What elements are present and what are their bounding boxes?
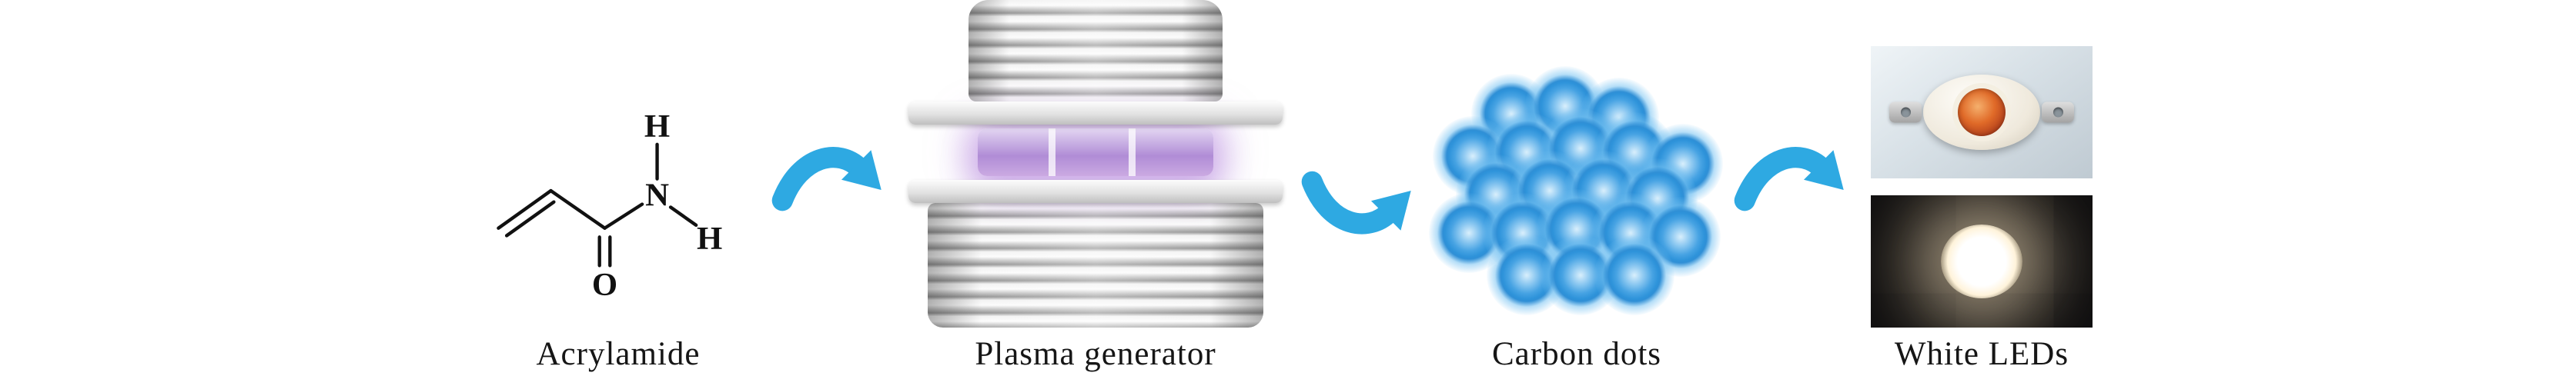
led-lead-hole	[1900, 107, 1911, 118]
flow-arrow-3	[1734, 147, 1844, 211]
bond-c1-c2-double	[504, 200, 556, 238]
bond-c1-c2	[497, 188, 553, 230]
atom-h-top: H	[644, 108, 670, 145]
plasma-section: Plasma generator	[908, 0, 1283, 375]
flow-arrow-2-shaft	[1301, 171, 1400, 235]
bond-n-h-side	[668, 205, 698, 227]
caption-white-leds: White LEDs	[1894, 336, 2069, 372]
white-leds-section: White LEDs	[1871, 8, 2093, 375]
led-chip-photo	[1871, 46, 2093, 178]
led-lit-photo	[1871, 195, 2093, 328]
acrylamide-structure: N H H O	[497, 108, 722, 303]
flow-arrow-3-head	[1803, 150, 1844, 191]
flow-arrow-2	[1301, 171, 1411, 235]
atom-o: O	[592, 267, 617, 303]
flow-arrow-3-shaft	[1734, 147, 1833, 211]
bond-c2-c3	[549, 188, 607, 230]
caption-plasma: Plasma generator	[975, 336, 1216, 372]
figure-row: N H H O Acrylamide	[483, 0, 2093, 375]
flange-top	[908, 101, 1283, 125]
led-emitter	[1958, 88, 2006, 136]
bond-c3-n	[603, 202, 644, 230]
led-lead-left	[1889, 101, 1922, 123]
atom-n: N	[645, 178, 669, 214]
flow-arrow-1	[771, 147, 882, 211]
heatsink-top	[969, 0, 1223, 101]
led-lead-hole	[2052, 107, 2063, 118]
flow-arrow-1-shaft	[771, 147, 871, 211]
discharge-gap	[908, 125, 1283, 180]
led-photos	[1871, 46, 2093, 328]
caption-carbon-dots: Carbon dots	[1491, 336, 1662, 372]
carbon-dot	[1594, 235, 1674, 315]
plasma-discharge-tube	[978, 128, 1213, 176]
caption-acrylamide: Acrylamide	[536, 336, 701, 372]
atom-h-side: H	[697, 221, 722, 257]
acrylamide-section: N H H O Acrylamide	[483, 8, 753, 375]
flow-arrow-1-head	[841, 150, 882, 191]
carbon-dots-cluster	[1429, 66, 1723, 315]
heatsink-bottom	[928, 203, 1263, 328]
carbon-dots-section: Carbon dots	[1429, 8, 1723, 375]
plasma-generator-photo	[908, 0, 1283, 328]
led-white-glow	[1941, 225, 2022, 298]
flow-arrow-2-head	[1370, 190, 1411, 231]
led-lead-right	[2042, 101, 2074, 123]
led-chip-body	[1923, 75, 2040, 150]
flange-bottom	[908, 180, 1283, 203]
